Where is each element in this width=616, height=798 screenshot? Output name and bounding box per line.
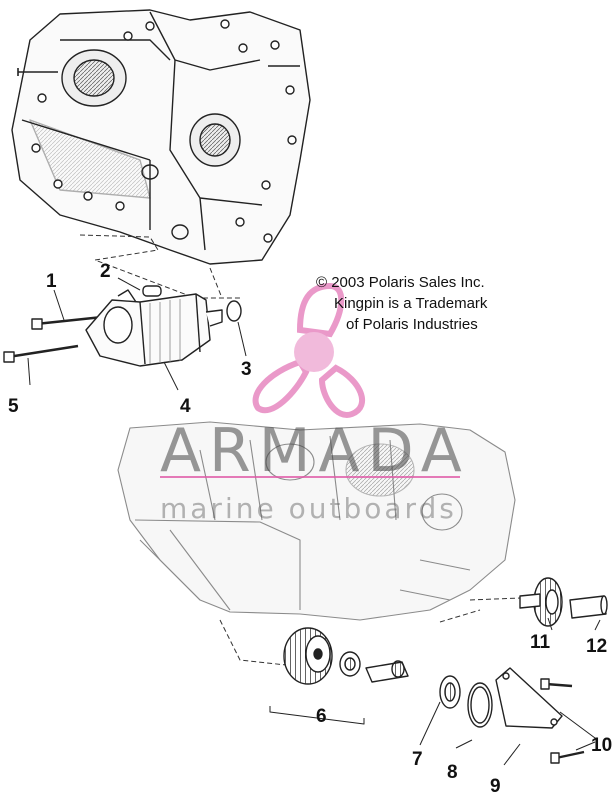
callout-9: 9 [490,776,501,797]
copyright-line-3: of Polaris Industries [346,316,478,333]
callout-leaders [27,277,601,766]
callout-2: 2 [100,261,111,282]
copyright-line-2: Kingpin is a Trademark [334,295,488,312]
callout-8: 8 [447,762,458,783]
engine-lower [117,421,516,621]
watermark-subtitle: marine outboards [160,492,457,525]
callout-1: 1 [46,271,57,292]
callout-10: 10 [591,735,613,756]
callout-4: 4 [180,396,191,417]
leader-lines-upper [79,234,240,299]
callout-11: 11 [530,632,551,653]
callout-6: 6 [316,706,327,727]
watermark-title: ARMADA [160,416,470,486]
starter-motor [3,285,242,367]
leader-lines-lower [219,597,521,666]
copyright-line-1: © 2003 Polaris Sales Inc. [316,274,485,291]
callout-5: 5 [8,396,19,417]
callout-3: 3 [241,359,252,380]
callout-12: 12 [586,636,608,657]
gear-train [269,577,608,764]
propeller-logo-icon [252,282,366,418]
callout-7: 7 [412,749,423,770]
crankcase-upper [11,9,311,265]
